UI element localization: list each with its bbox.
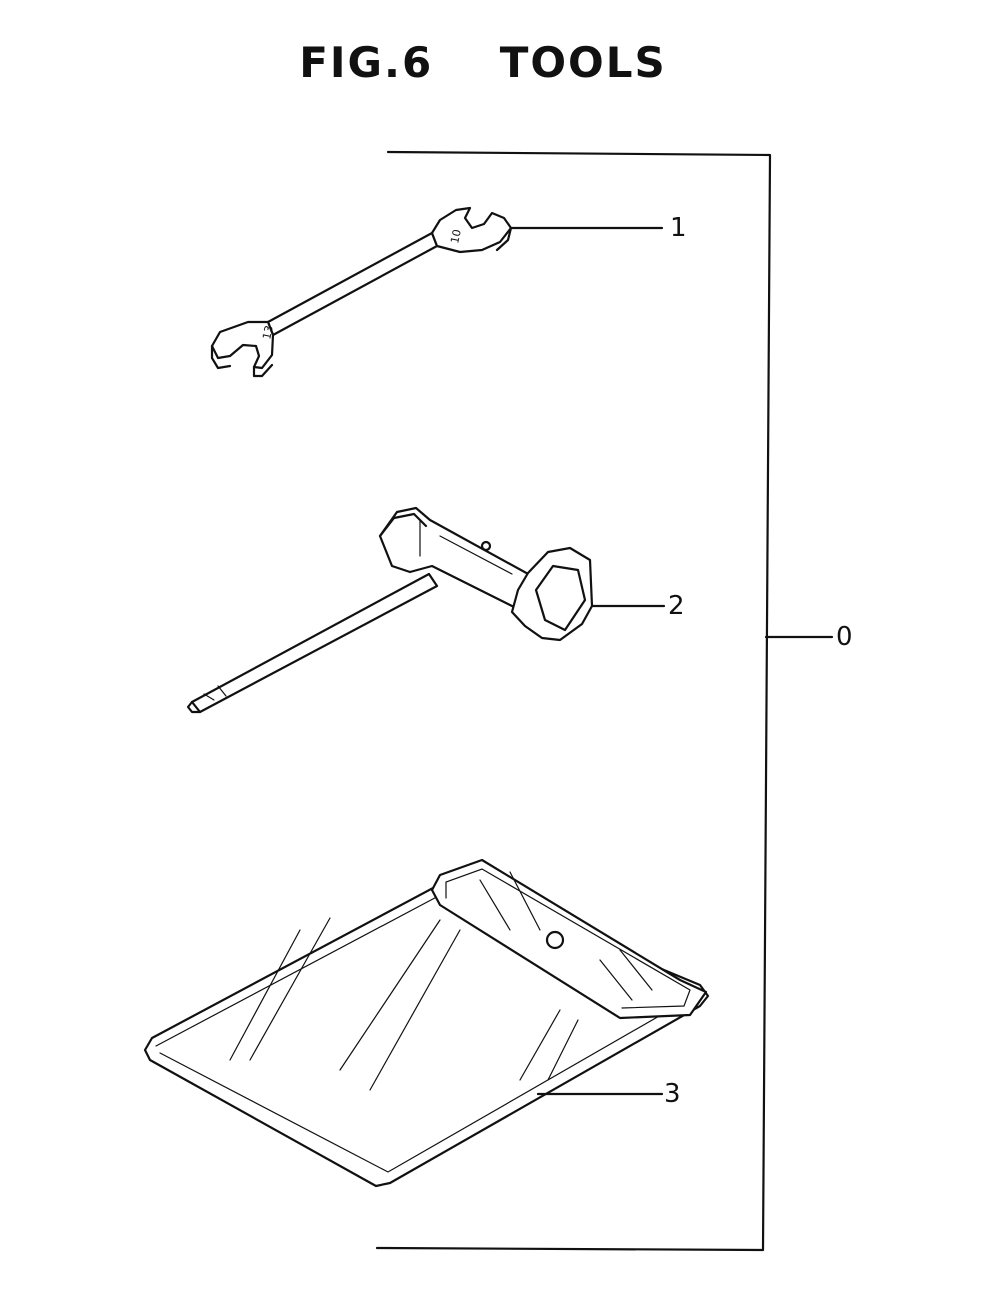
callout-tool-bag: 3 xyxy=(664,1079,681,1109)
figure-title: FIG.6 TOOLS xyxy=(299,38,667,87)
tool-bag xyxy=(143,858,710,1188)
set-bracket xyxy=(375,150,834,1252)
wrench-size-13: 13 xyxy=(260,324,276,340)
callout-plug-wrench: 2 xyxy=(668,591,685,621)
plug-wrench xyxy=(186,506,666,714)
wrench-size-10: 10 xyxy=(448,228,464,244)
callout-set: 0 xyxy=(836,622,853,652)
wrench: 13 10 xyxy=(210,206,664,378)
callout-wrench: 1 xyxy=(670,213,687,243)
